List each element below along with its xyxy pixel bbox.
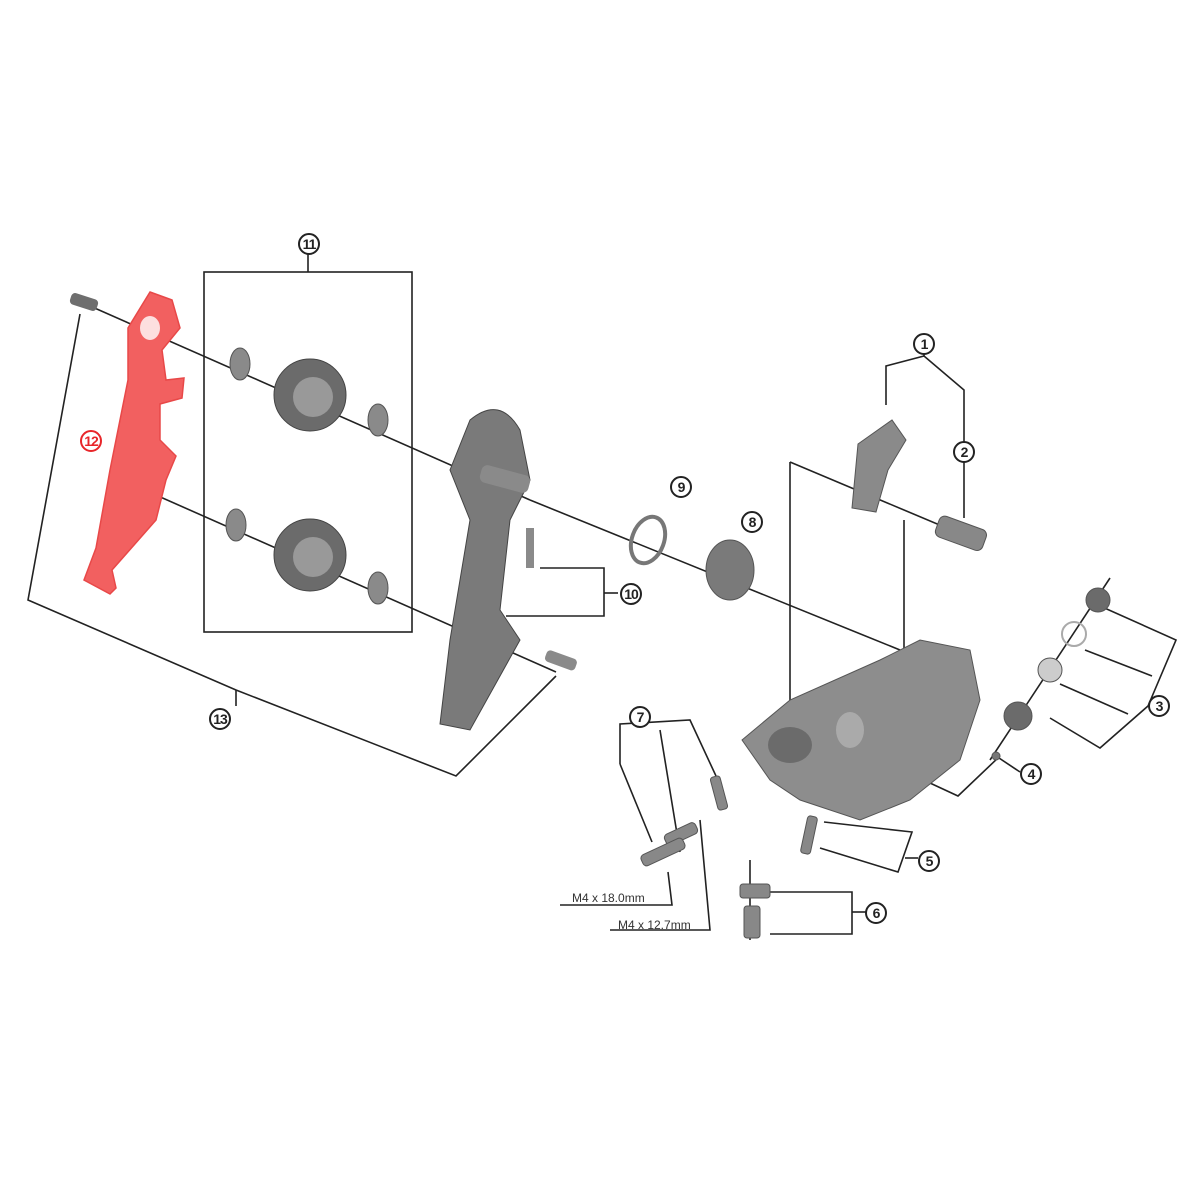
spec-m4-12-7: M4 x 12.7mm xyxy=(618,918,691,932)
spec-m4-18: M4 x 18.0mm xyxy=(572,891,645,905)
callout-12: 12 xyxy=(80,430,102,452)
outer-plate xyxy=(439,409,531,731)
callout-11: 11 xyxy=(298,233,320,255)
callout-2: 2 xyxy=(953,441,975,463)
callout-5: 5 xyxy=(918,850,940,872)
callout-8: 8 xyxy=(741,511,763,533)
callout-6: 6 xyxy=(865,902,887,924)
callout-10: 10 xyxy=(620,583,642,605)
callout-7: 7 xyxy=(629,706,651,728)
inner-plate-highlight xyxy=(83,291,185,595)
callout-3: 3 xyxy=(1148,695,1170,717)
callout-9: 9 xyxy=(670,476,692,498)
callout-13: 13 xyxy=(209,708,231,730)
callout-1: 1 xyxy=(913,333,935,355)
callout-4: 4 xyxy=(1020,763,1042,785)
